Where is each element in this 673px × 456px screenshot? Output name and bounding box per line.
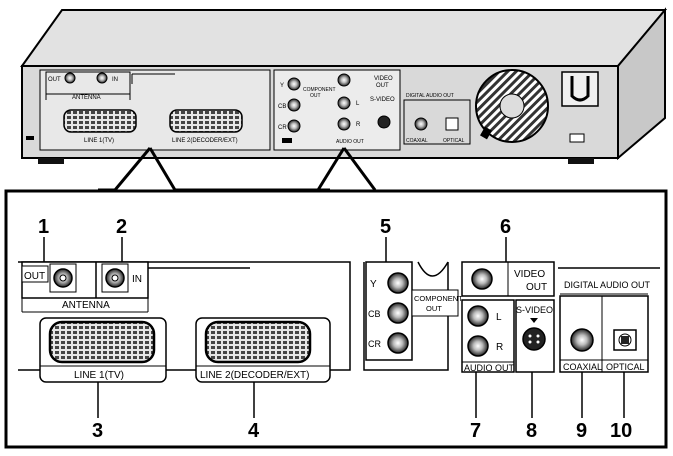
detail-audio-out-label: AUDIO OUT [464,363,515,373]
callout-1: 1 [38,216,49,238]
unit-foot-right [568,158,594,164]
leader-lines [43,237,625,418]
unit-cb-jack [287,98,301,112]
detail-video-out-2: OUT [526,282,547,293]
unit-optical-jack [445,117,459,131]
unit-component-out-2: OUT [310,93,321,99]
unit-cr-jack [287,119,301,133]
unit-s-video-jack [377,115,391,129]
unit-scart-2 [169,109,243,133]
unit-foot-left [38,158,64,164]
detail-cr-jack [387,332,409,354]
unit-optical-label: OPTICAL [443,138,465,144]
unit-y-jack [287,77,301,91]
unit-antenna-in-jack [96,72,108,84]
callout-6: 6 [500,216,511,238]
unit-y-label: Y [280,83,284,89]
unit-rear-view: OUT IN ANTENNA LINE 1(TV) LINE 2(DECODER… [20,7,668,164]
detail-r-label: R [496,342,503,353]
detail-cb-jack [387,302,409,324]
detail-line1-label: LINE 1(TV) [74,370,124,381]
callout-3: 3 [92,420,103,442]
detail-scart-2 [204,320,312,364]
detail-audio-l-jack [467,305,489,327]
detail-component-out-2: OUT [426,304,442,313]
callout-5: 5 [380,216,391,238]
detail-antenna-label: ANTENNA [62,300,110,311]
unit-audio-r-jack [337,117,351,131]
unit-antenna-in-label: IN [112,77,118,83]
detail-s-video-label: S-VIDEO [516,305,553,315]
detail-audio-group [461,299,515,373]
detail-cb-label: CB [368,309,381,319]
unit-video-jack [337,73,351,87]
unit-antenna-out-label: OUT [48,77,61,83]
unit-r-label: R [356,122,361,128]
callout-2: 2 [116,216,127,238]
unit-line2-label: LINE 2(DECODER/EXT) [172,138,238,144]
detail-audio-r-jack [467,335,489,357]
detail-cr-label: CR [368,339,381,349]
unit-video-out-1: VIDEO [374,76,393,82]
callout-7: 7 [470,420,481,442]
detail-antenna-in-label: IN [132,274,142,285]
unit-component-out-1: COMPONENT [303,87,336,93]
detail-coaxial-label: COAXIAL [563,362,602,372]
callout-8: 8 [526,420,537,442]
unit-line1-label: LINE 1(TV) [84,138,114,144]
callout-4: 4 [248,420,260,442]
detail-scart-1 [48,320,156,364]
detail-video-jack [471,268,493,290]
unit-video-out-2: OUT [376,83,389,89]
unit-digital-audio-group [403,99,471,145]
unit-s-video-label: S-VIDEO [370,97,395,103]
unit-audio-out-label: AUDIO OUT [336,139,364,145]
unit-digital-audio-label: DIGITAL AUDIO OUT [406,93,454,99]
detail-panel: OUT IN ANTENNA LINE 1(TV) LINE 2(DECODER… [4,189,668,449]
detail-y-jack [387,272,409,294]
unit-antenna-label: ANTENNA [72,95,101,101]
detail-line2-label: LINE 2(DECODER/EXT) [200,370,309,381]
detail-y-label: Y [370,279,377,290]
detail-s-video-jack [522,327,546,351]
detail-optical-label: OPTICAL [606,362,645,372]
unit-l-label: L [356,101,360,107]
unit-cr-label: CR [278,125,287,131]
detail-video-out-1: VIDEO [514,269,545,280]
unit-antenna-out-jack [64,72,76,84]
detail-component-out-1: COMPONENT [414,294,463,303]
unit-cb-label: CB [278,104,286,110]
unit-coaxial-jack [414,117,428,131]
unit-top-surface [20,9,668,67]
detail-digital-audio-label: DIGITAL AUDIO OUT [564,280,651,290]
callout-10: 10 [610,420,632,442]
detail-coaxial-jack [570,328,594,352]
unit-antenna-group [45,71,131,95]
callout-9: 9 [576,420,587,442]
unit-audio-l-jack [337,96,351,110]
unit-coaxial-label: COAXIAL [406,138,428,144]
detail-antenna-out-label: OUT [24,271,45,282]
detail-l-label: L [496,312,502,323]
unit-scart-1 [63,109,137,133]
